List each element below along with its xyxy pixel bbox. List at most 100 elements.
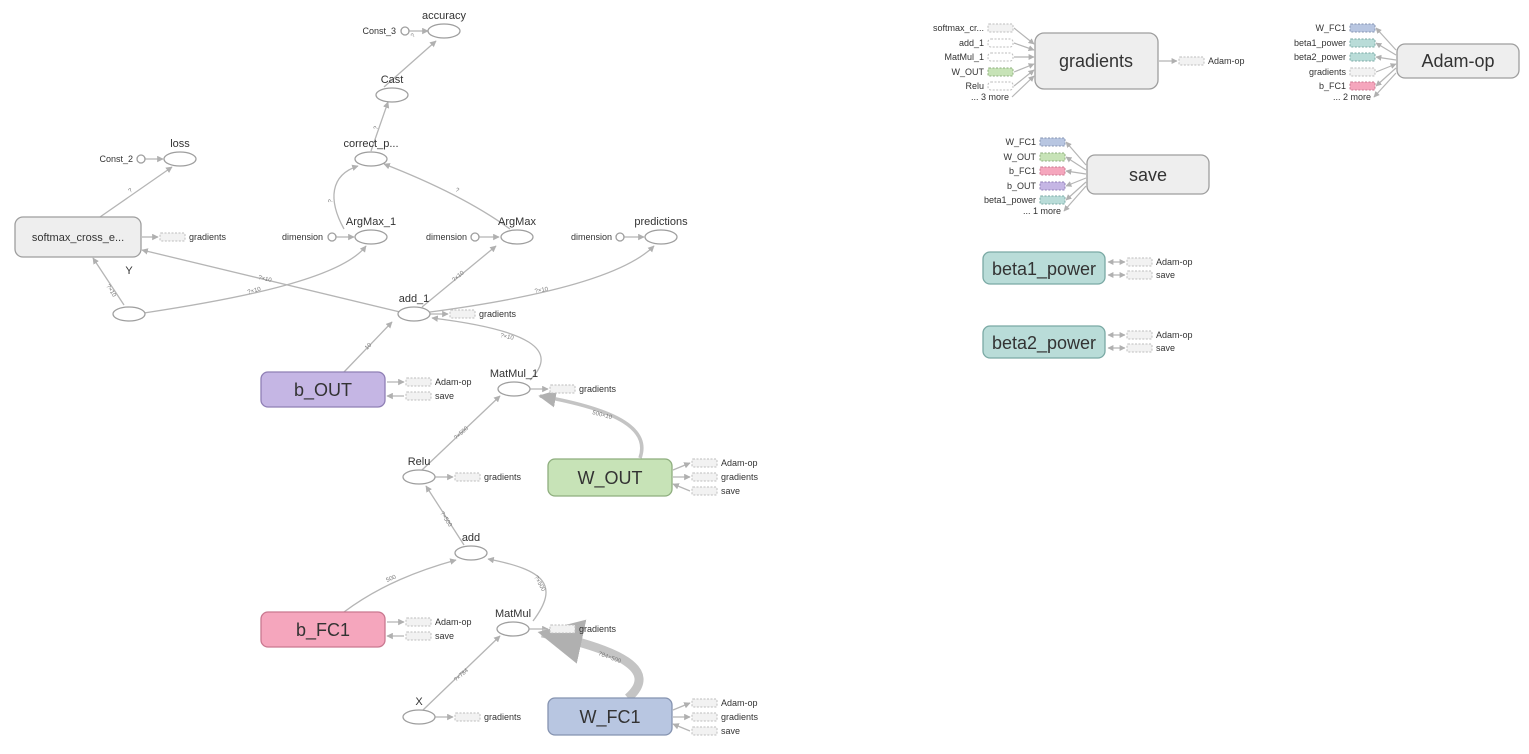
beta1-power-node[interactable] — [982, 251, 1106, 285]
x-label: X — [415, 696, 423, 708]
correct-p-label: correct_p... — [343, 138, 398, 150]
w-fc1-save-label: save — [721, 726, 740, 736]
b-out-node[interactable] — [260, 371, 386, 408]
const2-node[interactable] — [136, 154, 146, 164]
predictions-label: predictions — [634, 216, 688, 228]
edge-matmul-add — [487, 556, 547, 622]
edge-label: ?×10 — [500, 333, 515, 342]
x-node[interactable] — [402, 709, 436, 725]
w-out-label: W_OUT — [578, 468, 643, 489]
edge-cast-accuracy — [383, 40, 437, 88]
edge-wfc1-adam — [672, 702, 691, 711]
edge-label: 10 — [364, 342, 373, 351]
argmax1-node[interactable] — [354, 229, 388, 245]
beta1-save-label: save — [1156, 270, 1175, 280]
softmax-gradients-label: gradients — [189, 232, 227, 242]
edge-y-softmax — [92, 257, 125, 306]
dimension-label: dimension — [571, 232, 612, 242]
add1-gradients-label: gradients — [479, 309, 517, 319]
softmax-node[interactable] — [14, 216, 142, 258]
add-node[interactable] — [454, 545, 488, 561]
y-label: Y — [125, 265, 133, 277]
dimension-node[interactable] — [615, 232, 625, 242]
aux-boxes — [159, 232, 718, 736]
dimension-node[interactable] — [327, 232, 337, 242]
matmul1-node[interactable] — [497, 381, 531, 397]
relu-gradients-label: gradients — [484, 472, 522, 482]
edge-correct-cast — [370, 101, 390, 152]
matmul1-gradients-label: gradients — [579, 384, 617, 394]
edge-label: ?×10 — [258, 275, 273, 284]
add1-node[interactable] — [397, 306, 431, 322]
dimension-node[interactable] — [470, 232, 480, 242]
edge-wout-save — [672, 483, 691, 492]
accuracy-node[interactable] — [427, 23, 461, 39]
edge-label: ?×500 — [438, 511, 453, 529]
matmul-node[interactable] — [496, 621, 530, 637]
loss-node[interactable] — [163, 151, 197, 167]
w-fc1-node[interactable] — [547, 697, 673, 736]
beta2-group: beta2_power Adam-op save — [982, 325, 1193, 359]
edge-label: ? — [128, 187, 135, 194]
edge-wfc1-matmul — [537, 619, 644, 702]
beta2-save-label: save — [1156, 343, 1175, 353]
edge-add-relu — [425, 485, 465, 546]
save-node[interactable] — [1086, 154, 1210, 195]
argmax-node[interactable] — [500, 229, 534, 245]
main-nodes — [14, 23, 678, 736]
argmax1-label: ArgMax_1 — [346, 216, 396, 228]
relu-node[interactable] — [402, 469, 436, 485]
save-input-label: b_FC1 — [1009, 166, 1036, 176]
w-out-adam-label: Adam-op — [721, 458, 758, 468]
beta2-power-node[interactable] — [982, 325, 1106, 359]
save-input-label: b_OUT — [1007, 181, 1037, 191]
edge-label: ?×500 — [453, 425, 470, 441]
beta2-adam-label: Adam-op — [1156, 330, 1193, 340]
beta1-adam-label: Adam-op — [1156, 257, 1193, 267]
edge-wout-matmul1 — [538, 390, 644, 459]
edge-label: ? — [373, 125, 380, 131]
const3-label: Const_3 — [362, 26, 396, 36]
edge-x-matmul — [422, 635, 501, 711]
edge-y-argmax1 — [143, 245, 367, 314]
adam-input-label: beta1_power — [1294, 38, 1346, 48]
save-input-label: beta1_power — [984, 195, 1036, 205]
adam-op-node[interactable] — [1396, 43, 1520, 79]
edge-label: ? — [410, 32, 417, 39]
main-edges — [92, 27, 691, 732]
thick-edges — [537, 390, 644, 702]
b-fc1-node[interactable] — [260, 611, 386, 648]
b-out-save-label: save — [435, 391, 454, 401]
gradients-input-label: softmax_cr... — [933, 23, 984, 33]
edge-label: ? — [328, 198, 335, 203]
argmax-label: ArgMax — [498, 216, 536, 228]
dimension-label: dimension — [426, 232, 467, 242]
gradients-node[interactable] — [1034, 32, 1159, 90]
w-out-save-label: save — [721, 486, 740, 496]
adam-group: Adam-op W_FC1 beta1_power beta2_power gr… — [1294, 23, 1520, 102]
beta1-group: beta1_power Adam-op save — [982, 251, 1193, 285]
edge-softmax-loss — [99, 166, 173, 218]
edge-label: ? — [454, 187, 460, 194]
edge-add1-argmax — [421, 245, 497, 308]
edge-label: ?×10 — [247, 286, 262, 295]
predictions-node[interactable] — [644, 229, 678, 245]
edge-wfc1-save — [672, 723, 691, 732]
cast-node[interactable] — [375, 87, 409, 103]
edge-label: 500 — [386, 574, 398, 584]
b-out-label: b_OUT — [294, 380, 352, 401]
w-out-node[interactable] — [547, 458, 673, 497]
const2-label: Const_2 — [99, 154, 133, 164]
w-fc1-adam-label: Adam-op — [721, 698, 758, 708]
save-input-label: ... 1 more — [1023, 206, 1061, 216]
y-node[interactable] — [112, 306, 146, 322]
adam-input-label: ... 2 more — [1333, 92, 1371, 102]
adam-input-label: beta2_power — [1294, 52, 1346, 62]
correct-p-node[interactable] — [354, 151, 388, 167]
gradients-input-label: W_OUT — [952, 67, 985, 77]
gradients-input-label: add_1 — [959, 38, 984, 48]
const3-node[interactable] — [400, 26, 410, 36]
w-fc1-label: W_FC1 — [579, 707, 640, 728]
edge-add1-softmax — [141, 248, 401, 313]
